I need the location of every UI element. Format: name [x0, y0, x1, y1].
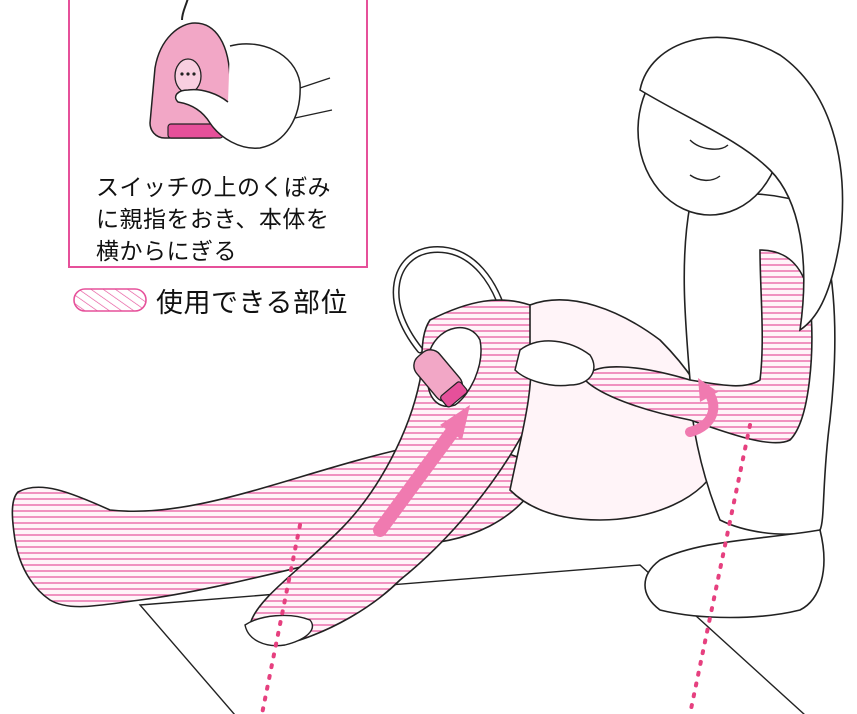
floor-mat: [138, 564, 805, 714]
legend-swatch-icon: [73, 288, 147, 312]
guide-dotted-line-left: [260, 523, 302, 714]
grip-instruction-inset: [68, 0, 368, 268]
grip-caption-line-1: スイッチの上のくぼみ: [96, 175, 331, 201]
legend-label: 使用できる部位: [156, 287, 348, 319]
grip-illustration: [149, 0, 333, 149]
grip-caption-line-2: に親指をおき、本体を: [96, 207, 330, 233]
guide-dotted-line-right: [688, 423, 752, 714]
gripping-hand: [174, 43, 301, 149]
epilator-device: [413, 349, 468, 408]
switch-recess: [174, 58, 202, 94]
grip-caption-line-3: 横からにぎる: [96, 239, 237, 265]
grip-caption: スイッチの上のくぼみ に親指をおき、本体を 横からにぎる: [96, 172, 366, 268]
arm-shaded-area: [584, 249, 813, 444]
shorts: [644, 529, 825, 619]
hand-on-knee: [514, 340, 595, 387]
stroke-direction-arrow: [373, 421, 462, 537]
foot: [244, 614, 313, 647]
hair: [639, 36, 844, 332]
usable-area-legend: 使用できる部位: [72, 282, 348, 319]
